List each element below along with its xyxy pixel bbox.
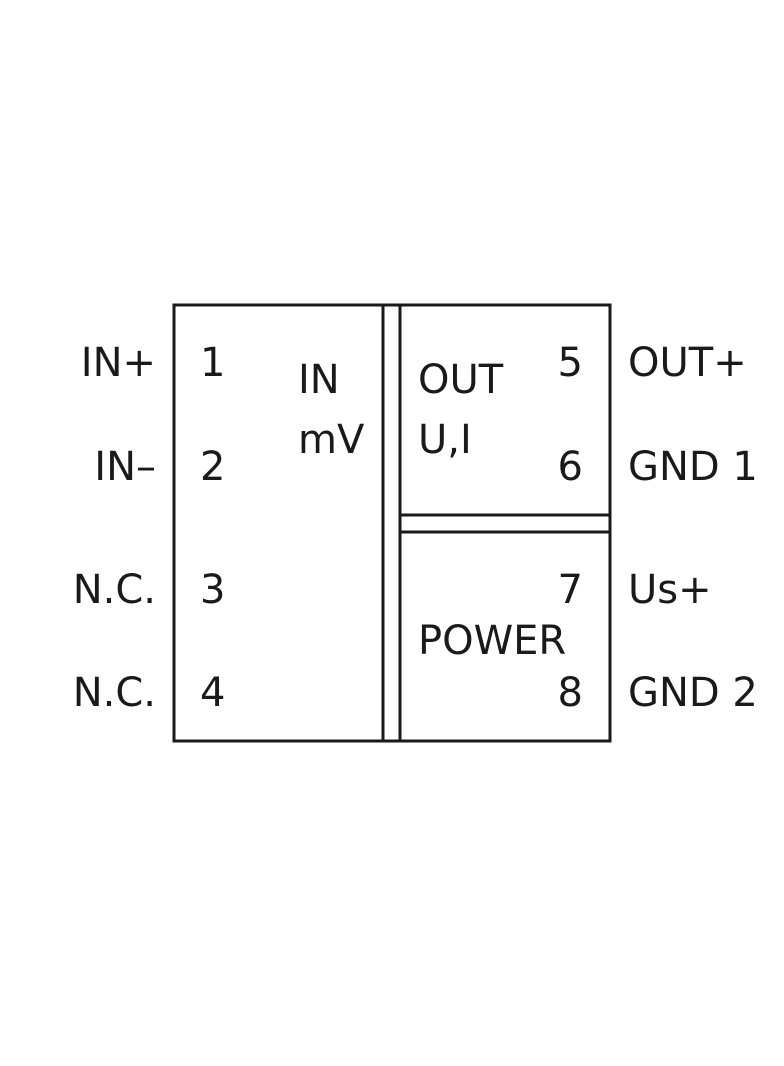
output-block-line1: OUT <box>418 357 504 403</box>
pin-2: 2 <box>200 444 225 490</box>
right-label-5: OUT+ <box>628 340 747 386</box>
left-label-2: IN– <box>94 444 156 490</box>
pin-5: 5 <box>558 340 583 386</box>
input-block-line2: mV <box>298 417 365 463</box>
module-outline <box>172 303 612 743</box>
pin-8: 8 <box>558 670 583 716</box>
pin-4: 4 <box>200 670 225 716</box>
left-label-3: N.C. <box>73 567 156 613</box>
right-label-7: Us+ <box>628 567 712 613</box>
pin-6: 6 <box>558 444 583 490</box>
right-label-6: GND 1 <box>628 444 758 490</box>
power-block-label: POWER <box>418 618 566 664</box>
input-block-line1: IN <box>298 357 340 403</box>
pin-7: 7 <box>558 567 583 613</box>
pin-3: 3 <box>200 567 225 613</box>
output-block-line2: U,I <box>418 417 472 463</box>
left-label-4: N.C. <box>73 670 156 716</box>
pin-1: 1 <box>200 340 225 386</box>
left-label-1: IN+ <box>81 340 156 386</box>
right-label-8: GND 2 <box>628 670 758 716</box>
